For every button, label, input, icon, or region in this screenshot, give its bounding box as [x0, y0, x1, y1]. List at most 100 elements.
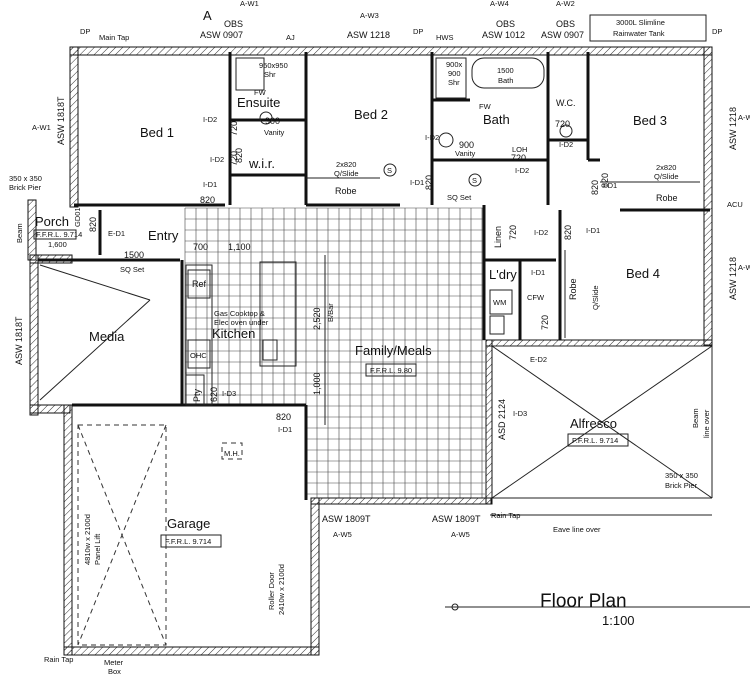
- room-label-robe-bed2: Robe: [335, 186, 357, 196]
- note-meter-box-2: Box: [108, 667, 121, 675]
- room-label-bed1: Bed 1: [140, 125, 174, 140]
- svg-text:S: S: [472, 176, 477, 185]
- smoke-detector-1: S: [383, 163, 397, 177]
- note-fw-1: FW: [254, 88, 267, 97]
- tag-i-d3-pty: I-D3: [222, 389, 236, 398]
- dim-720e: 720: [508, 225, 518, 240]
- note-rain-tap-1: Rain Tap: [491, 511, 520, 520]
- note-beam-right: Beam: [691, 408, 700, 428]
- door-alfresco-asd: ASD 2124: [497, 399, 507, 440]
- room-label-linen: Linen: [493, 226, 503, 248]
- svg-text:S: S: [387, 166, 392, 175]
- note-wm: WM: [493, 298, 506, 307]
- tag-a-w1-left: A-W1: [32, 123, 51, 132]
- rainwater-tank: 3000L Slimline Rainwater Tank: [589, 14, 707, 42]
- note-panel-lift-size: 4810w x 2100d: [83, 514, 92, 565]
- room-label-porch: Porch: [35, 214, 69, 229]
- note-cooktop-1: Gas Cooktop &: [214, 309, 265, 318]
- room-label-bath: Bath: [483, 112, 510, 127]
- note-eave: Eave line over: [553, 525, 601, 534]
- note-brick-pier-2b: Brick Pier: [665, 481, 698, 490]
- dim-820c: 820: [590, 180, 600, 195]
- tag-i-d2-hall: I-D2: [515, 166, 529, 175]
- note-acu: ACU: [727, 200, 743, 209]
- note-vanity-2: Vanity: [455, 149, 476, 158]
- grid-marker-a: A: [203, 8, 212, 23]
- level-box-alfresco: F.F.R.L. 9.714: [567, 433, 629, 447]
- tag-i-d2-wir: I-D2: [210, 155, 224, 164]
- room-label-wir: w.i.r.: [248, 156, 275, 171]
- external-walls: [27, 46, 713, 656]
- note-shower-word-1: Shr: [264, 70, 276, 79]
- note-dp-top-mid: DP: [413, 27, 423, 36]
- note-panel-lift: Panel Lift: [93, 533, 102, 565]
- room-label-family: Family/Meals: [355, 343, 432, 358]
- note-qslide-2: 2x820: [656, 163, 676, 172]
- bath-fixtures: [235, 57, 573, 148]
- tag-a-w2: A-W2: [556, 0, 575, 8]
- dim-2520: 2,520: [312, 307, 322, 330]
- svg-text:3000L Slimline: 3000L Slimline: [616, 18, 665, 27]
- dim-1000: 1,000: [312, 372, 322, 395]
- note-shower-word-2: Shr: [448, 78, 460, 87]
- window-bottom-1: ASW 1809T: [322, 514, 371, 524]
- window-top-1: ASW 0907: [200, 30, 243, 40]
- dim-820a: 820: [200, 195, 215, 205]
- tag-e-d1-entry: E-D1: [108, 229, 125, 238]
- laundry-fixtures: [489, 289, 513, 335]
- room-label-robe-bed4: Robe: [568, 278, 578, 300]
- window-left-2: ASW 1818T: [14, 316, 24, 365]
- alfresco-outline: [490, 345, 713, 516]
- room-label-wc: W.C.: [556, 98, 576, 108]
- note-brick-pier-1: 350 x 350: [9, 174, 42, 183]
- room-label-ldry: L'dry: [489, 267, 517, 282]
- note-sq-set-2: SQ Set: [447, 193, 472, 202]
- note-roller-door-size: 2410w x 2100d: [277, 564, 286, 615]
- note-ref: Ref: [192, 279, 207, 289]
- note-porch-width: 1,600: [48, 240, 67, 249]
- room-label-bed3: Bed 3: [633, 113, 667, 128]
- note-aj-top: AJ: [286, 33, 295, 42]
- dim-900a: 900: [265, 116, 280, 126]
- room-label-alfresco: Alfresco: [570, 416, 617, 431]
- note-sq-set-1: SQ Set: [120, 265, 145, 274]
- tag-i-d3-alfresco: I-D3: [513, 409, 527, 418]
- room-label-bed2: Bed 2: [354, 107, 388, 122]
- window-right-2: ASW 1218: [728, 257, 738, 300]
- dim-720c: 720: [511, 153, 526, 163]
- dim-1100: 1,100: [228, 242, 251, 252]
- dim-820d: 820: [563, 225, 573, 240]
- kitchen-fixtures: [185, 261, 297, 406]
- media-diagonals: [39, 264, 151, 401]
- note-bath-size: 1500: [497, 66, 514, 75]
- note-meter-box: Meter: [104, 658, 124, 667]
- note-dp-top-left: DP: [80, 27, 90, 36]
- dim-820h: 820: [234, 148, 244, 163]
- note-obs-3: OBS: [556, 19, 575, 29]
- room-label-robe-bed3: Robe: [656, 193, 678, 203]
- note-qslide-3: Q/Slide: [591, 285, 600, 310]
- dim-720f: 720: [540, 315, 550, 330]
- tag-a-w1: A-W1: [240, 0, 259, 8]
- dim-720b: 720: [229, 151, 239, 166]
- tag-a-w4: A-W4: [490, 0, 509, 8]
- note-shower-size-2b: 900: [448, 69, 461, 78]
- note-loh: LOH: [512, 145, 527, 154]
- note-cfw: CFW: [527, 293, 545, 302]
- svg-text:Rainwater Tank: Rainwater Tank: [613, 29, 665, 38]
- note-bbar: B/Bar: [326, 303, 335, 322]
- tag-i-d2-wc: I-D2: [559, 140, 573, 149]
- note-brick-pier-1b: Brick Pier: [9, 183, 42, 192]
- level-box-family: F.F.R.L. 9.80: [365, 363, 417, 377]
- room-label-ensuite: Ensuite: [237, 95, 280, 110]
- dimension-lines: [324, 255, 750, 611]
- dim-820g: 820: [276, 412, 291, 422]
- window-left-1: ASW 1818T: [56, 96, 66, 145]
- dim-620: 620: [209, 387, 219, 402]
- room-label-bed4: Bed 4: [626, 266, 660, 281]
- plan-scale: 1:100: [602, 613, 635, 628]
- window-top-3: ASW 1012: [482, 30, 525, 40]
- tag-i-d2-bath: I-D2: [425, 133, 439, 142]
- tag-i-d1-garage: I-D1: [278, 425, 292, 434]
